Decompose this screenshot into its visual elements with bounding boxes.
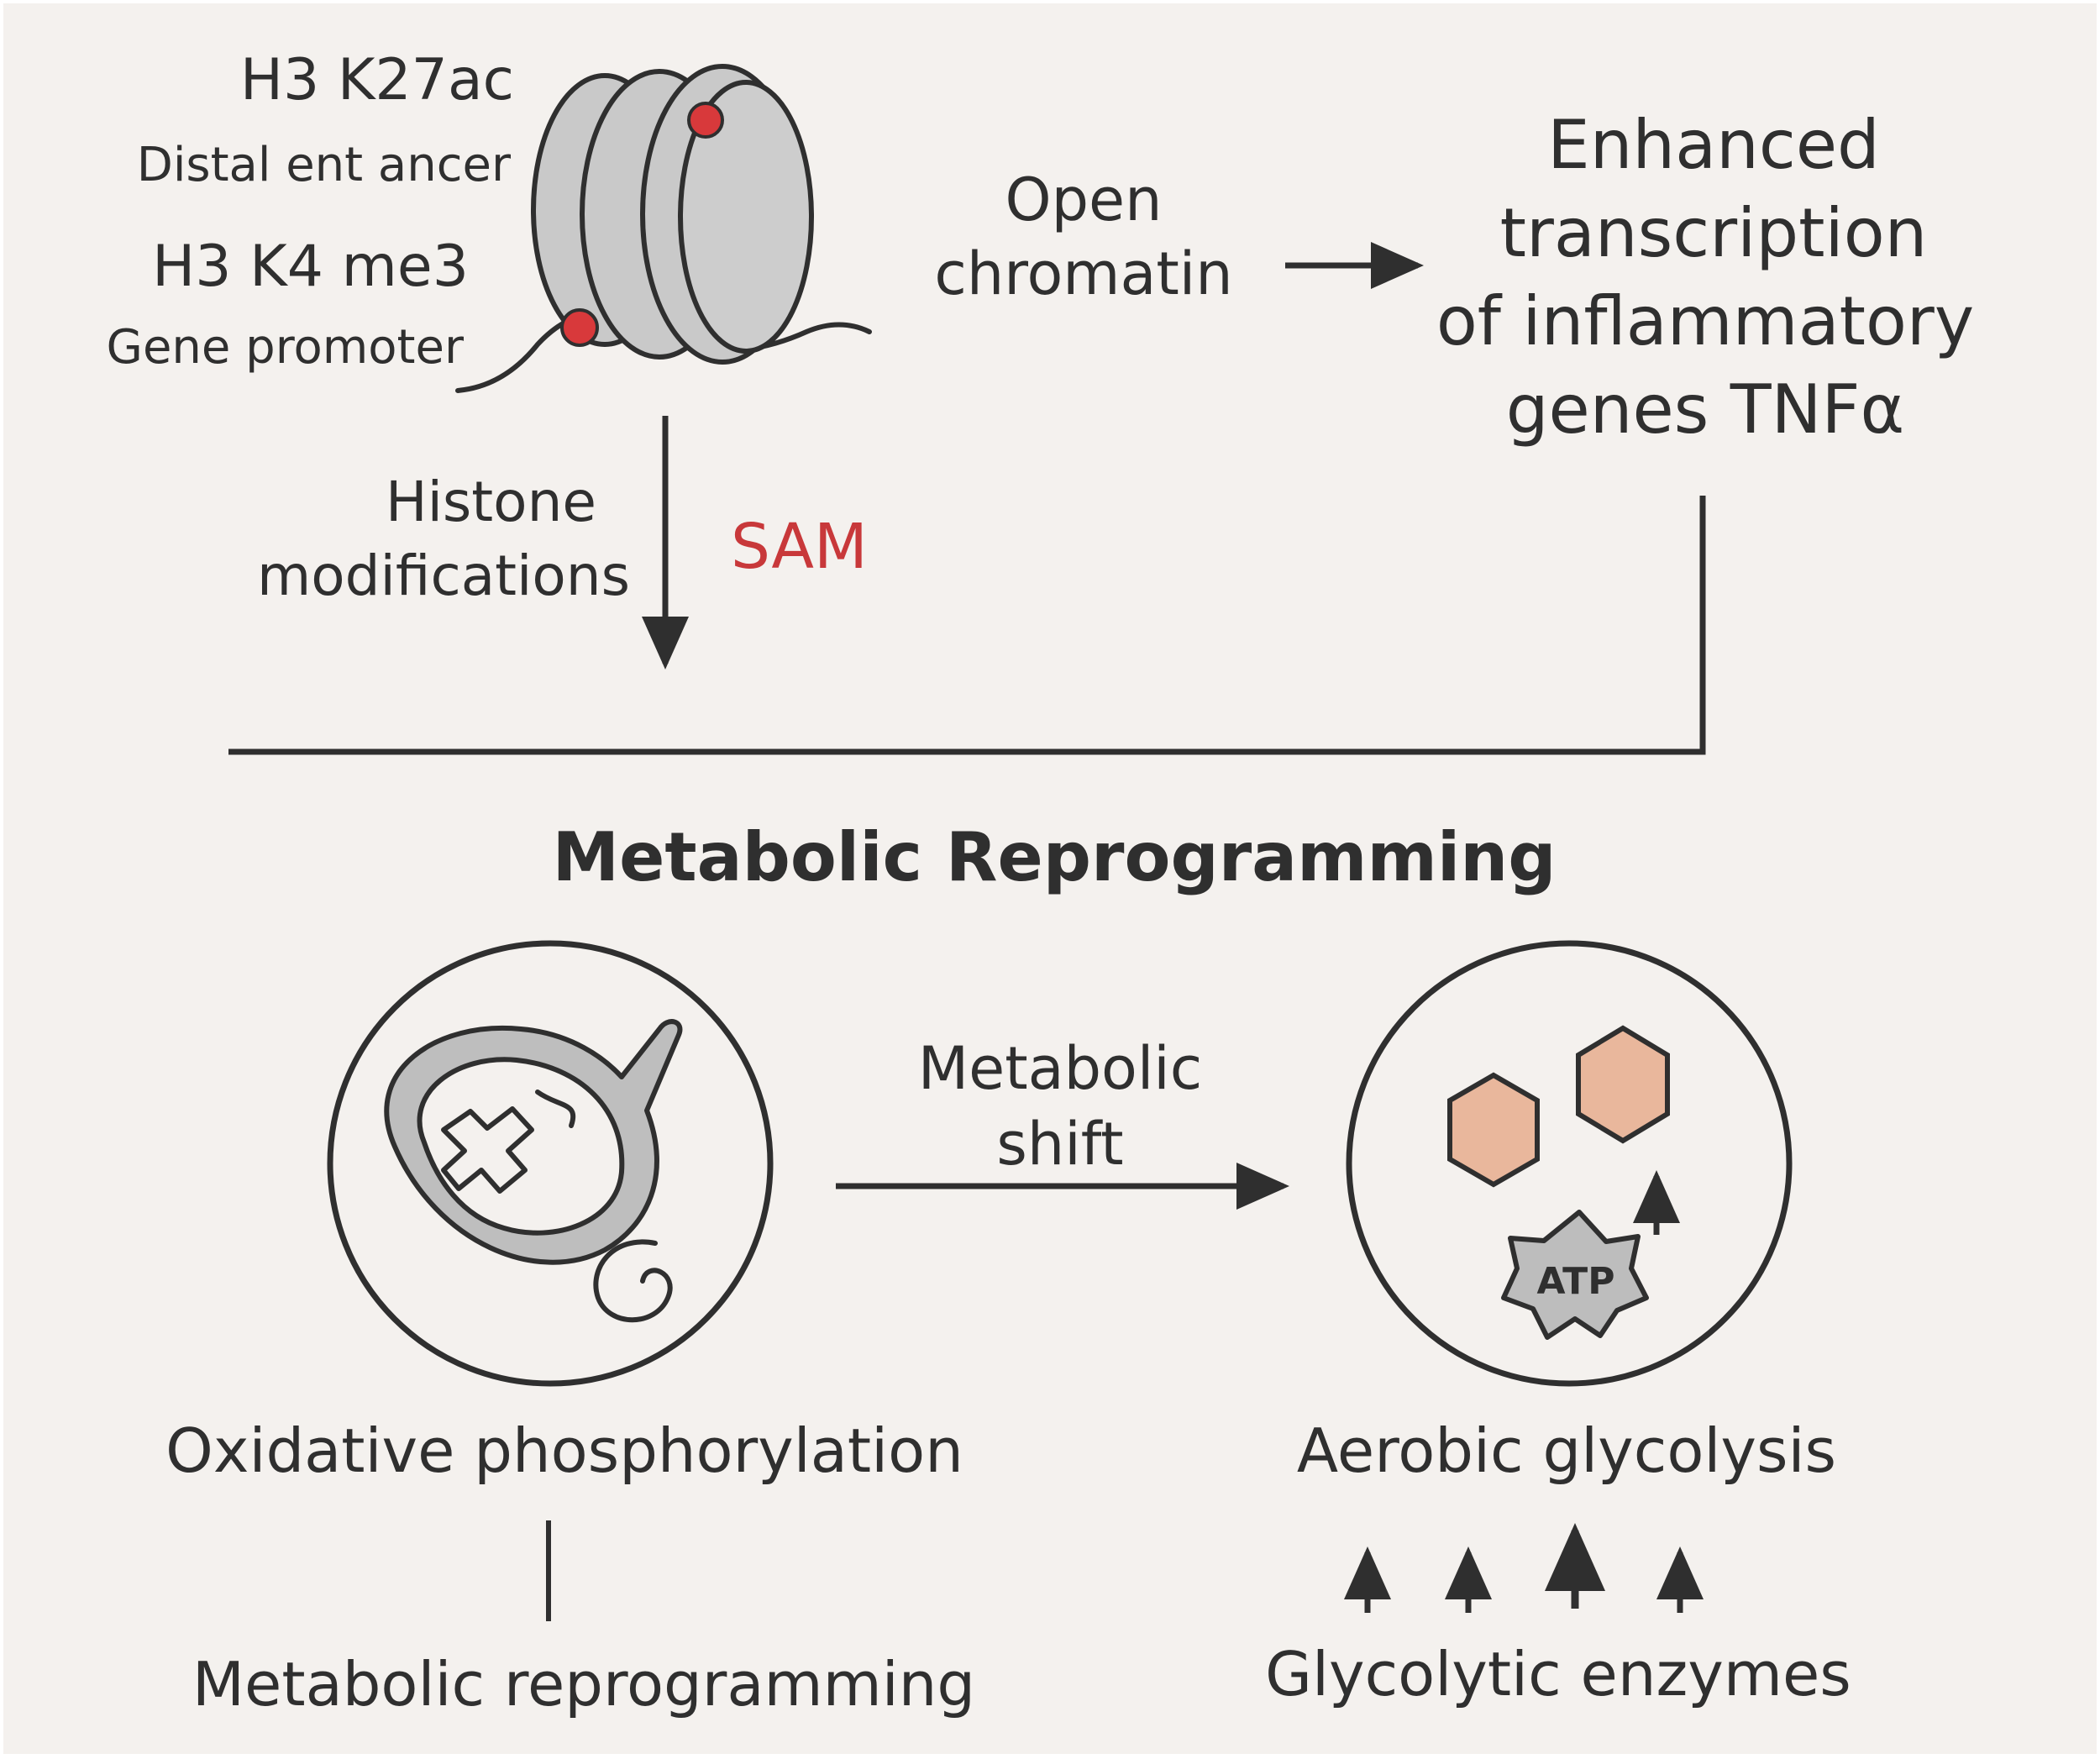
mitochondrion-icon xyxy=(384,1019,683,1323)
hexagon-glucose-icon-right xyxy=(1576,1025,1670,1144)
distal-enhancer-label: Distal ent ancer xyxy=(137,138,512,192)
histone-label-line2: modifications xyxy=(257,543,630,608)
diagram-background xyxy=(3,3,2097,1754)
nucleosome-icon xyxy=(455,64,872,393)
transcription-line1: Enhanced xyxy=(1547,106,1880,184)
atp-label: ATP xyxy=(1537,1260,1615,1303)
glycolysis-circle xyxy=(1346,940,1793,1387)
glycolysis-label: Aerobic glycolysis xyxy=(1297,1415,1836,1486)
open-chromatin-line2: chromatin xyxy=(934,239,1232,308)
hexagon-glucose-icon-left xyxy=(1447,1072,1540,1188)
connector-line xyxy=(228,496,1706,755)
transcription-line4: genes TNFα xyxy=(1506,370,1905,449)
shift-label-line2: shift xyxy=(996,1110,1123,1179)
oxphos-circle xyxy=(327,940,774,1387)
section-title: Metabolic Reprogramming xyxy=(552,818,1556,896)
transcription-line2: transcription xyxy=(1500,194,1928,272)
glycolytic-enzymes-label: Glycolytic enzymes xyxy=(1265,1639,1851,1709)
gene-promoter-label: Gene promoter xyxy=(107,320,465,375)
shift-label-line1: Metabolic xyxy=(918,1034,1202,1103)
k4me3-mark-icon xyxy=(560,308,599,347)
k27ac-mark-icon xyxy=(687,102,724,139)
atp-icon: ATP xyxy=(1501,1210,1649,1340)
h3k4me3-label: H3 K4 me3 xyxy=(152,234,469,300)
metabolic-reprogramming-label: Metabolic reprogramming xyxy=(192,1649,975,1720)
h3k27ac-label: H3 K27ac xyxy=(240,47,514,113)
sam-label: SAM xyxy=(731,511,868,583)
open-chromatin-line1: Open xyxy=(1005,165,1163,234)
oxphos-label: Oxidative phosphorylation xyxy=(165,1415,963,1486)
transcription-line3: of inflammatory xyxy=(1436,282,1974,360)
histone-label-line1: Histone xyxy=(386,470,596,534)
